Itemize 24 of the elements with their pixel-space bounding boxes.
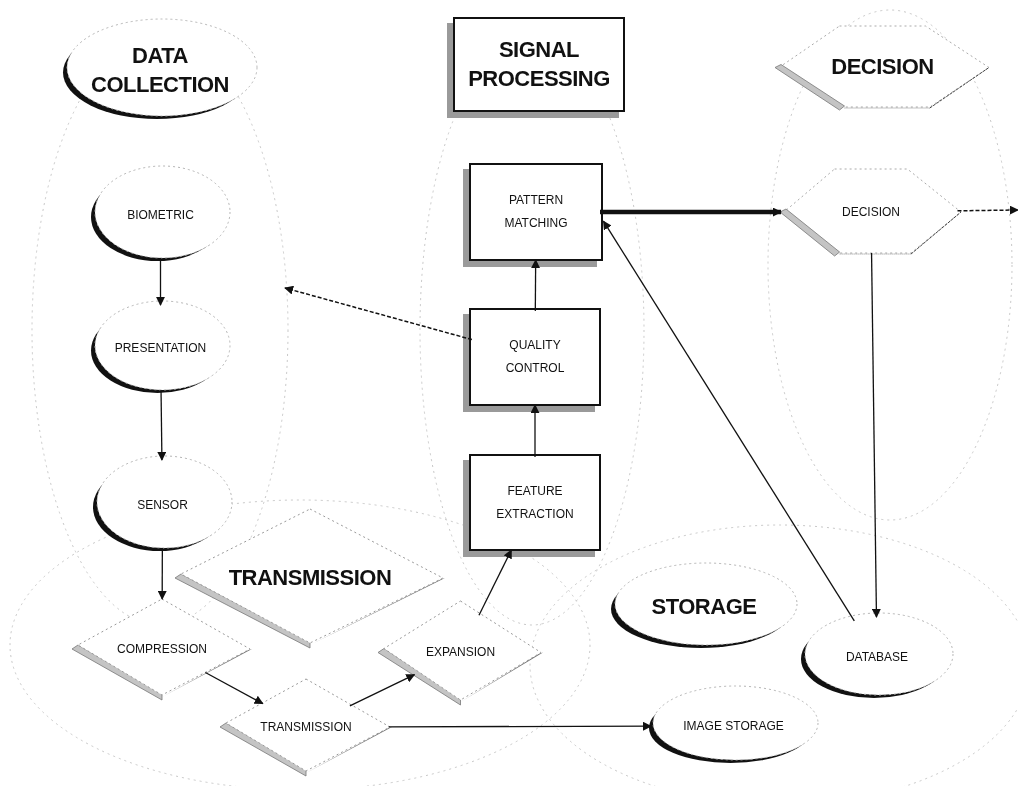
node-label: SENSOR xyxy=(137,496,188,514)
group-heading: DATA COLLECTION xyxy=(90,41,230,99)
arrow xyxy=(600,207,782,217)
arrow xyxy=(349,674,416,707)
arrow xyxy=(602,220,855,622)
group-heading: TRANSMISSION xyxy=(228,563,392,592)
node-label: QUALITY CONTROL xyxy=(504,337,566,377)
node-label: IMAGE STORAGE xyxy=(683,717,784,735)
node-label: DATABASE xyxy=(845,648,909,666)
arrow xyxy=(956,205,1018,215)
group-heading: STORAGE xyxy=(651,592,757,621)
arrow xyxy=(478,549,512,616)
node-label: EXPANSION xyxy=(425,644,496,662)
node-label: PATTERN MATCHING xyxy=(503,192,569,232)
group-heading: DECISION xyxy=(831,53,934,82)
arrow xyxy=(870,252,881,618)
node-label: BIOMETRIC xyxy=(127,206,194,224)
node-label: PRESENTATION xyxy=(114,340,207,358)
node-label: DECISION xyxy=(842,203,900,221)
arrow xyxy=(204,671,264,705)
node-label: TRANSMISSION xyxy=(260,718,352,736)
group-heading: SIGNAL PROCESSING xyxy=(467,35,611,93)
node-label: FEATURE EXTRACTION xyxy=(495,482,575,523)
node-label: COMPRESSION xyxy=(117,640,207,658)
